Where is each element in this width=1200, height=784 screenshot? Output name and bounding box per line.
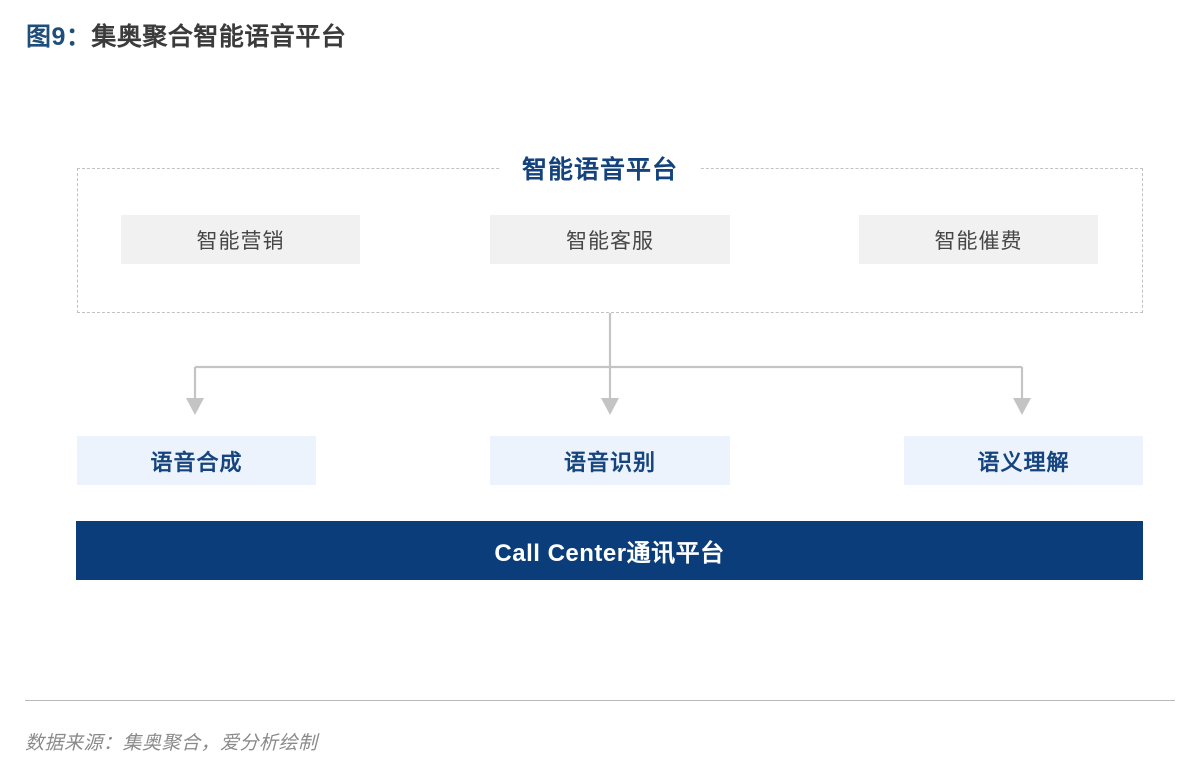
arrowhead-right-icon — [1013, 398, 1031, 415]
foundation-bar-call-center[interactable]: Call Center通讯平台 — [76, 521, 1143, 580]
application-box-smart-customer-service[interactable]: 智能客服 — [490, 215, 730, 264]
figure-title-text: 集奥聚合智能语音平台 — [91, 23, 347, 51]
source-note: 数据来源：集奥聚合，爱分析绘制 — [25, 733, 318, 754]
application-box-smart-marketing[interactable]: 智能营销 — [121, 215, 360, 264]
capability-box-speech-synthesis[interactable]: 语音合成 — [77, 436, 316, 485]
connector-arrows — [186, 313, 1031, 415]
footer-divider — [25, 700, 1175, 701]
capability-box-speech-recognition[interactable]: 语音识别 — [490, 436, 730, 485]
platform-group-label: 智能语音平台 — [499, 150, 701, 186]
application-box-smart-collection[interactable]: 智能催费 — [859, 215, 1098, 264]
diagram-canvas: 智能语音平台 智能营销 智能客服 智能催费 语音合成 语音识别 语义理解 Cal… — [76, 150, 1143, 580]
arrowhead-left-icon — [186, 398, 204, 415]
capability-box-semantic-understanding[interactable]: 语义理解 — [904, 436, 1143, 485]
page-title: 图9：集奥聚合智能语音平台 — [26, 17, 346, 53]
figure-number-label: 图9： — [26, 23, 92, 51]
arrowhead-center-icon — [601, 398, 619, 415]
